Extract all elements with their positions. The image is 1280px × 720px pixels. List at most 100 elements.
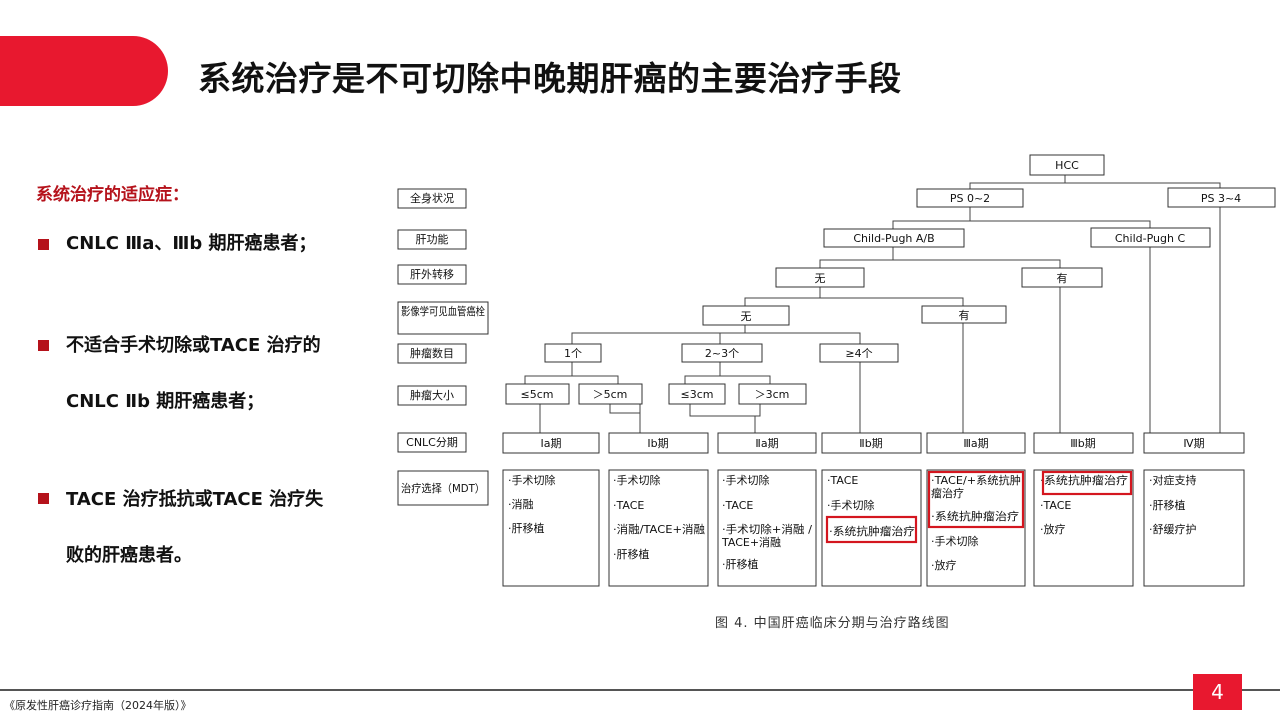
indication-line: TACE 治疗抵抗或TACE 治疗失 bbox=[66, 489, 324, 510]
source-citation: 《原发性肝癌诊疗指南（2024年版）》 bbox=[4, 699, 192, 712]
treatment-box-3b: ·系统抗肿瘤治疗 ·TACE ·放疗 bbox=[1033, 469, 1134, 587]
indication-line: 不适合手术切除或TACE 治疗的 bbox=[66, 335, 321, 356]
node-child-pugh-ab: Child-Pugh A/B bbox=[823, 228, 965, 248]
node-metastasis-no: 无 bbox=[775, 267, 865, 288]
svg-text:Ⅲb期: Ⅲb期 bbox=[1070, 437, 1096, 450]
svg-text:1个: 1个 bbox=[564, 347, 582, 360]
row-labels: 全身状况 肝功能 肝外转移 影像学可见血管癌栓 肿瘤数目 肿瘤大小 CNLC分期… bbox=[397, 188, 489, 506]
page-number: 4 bbox=[1193, 674, 1242, 710]
stage-1a: Ⅰa期 bbox=[502, 432, 600, 454]
svg-text:＞5cm: ＞5cm bbox=[593, 388, 628, 401]
figure-caption: 图 4. 中国肝癌临床分期与治疗路线图 bbox=[715, 616, 950, 631]
svg-text:2~3个: 2~3个 bbox=[705, 347, 739, 360]
svg-text:≥4个: ≥4个 bbox=[845, 347, 872, 360]
svg-text:·手术切除: ·手术切除 bbox=[508, 473, 556, 487]
highlight-2b-systemic bbox=[825, 515, 918, 544]
treatment-box-1a: ·手术切除 ·消融 ·肝移植 bbox=[502, 469, 600, 587]
row-label-vascular: 影像学可见血管癌栓 bbox=[397, 301, 489, 335]
svg-text:·舒缓疗护: ·舒缓疗护 bbox=[1149, 522, 1197, 536]
row-label-cnlc-stage: CNLC分期 bbox=[397, 432, 467, 453]
svg-text:·TACE: ·TACE bbox=[827, 474, 858, 487]
node-hcc: HCC bbox=[1029, 154, 1105, 176]
indications-heading: 系统治疗的适应症： bbox=[36, 185, 189, 205]
stage-2b: Ⅱb期 bbox=[821, 432, 922, 454]
svg-text:全身状况: 全身状况 bbox=[410, 191, 454, 205]
node-size-le5: ≤5cm bbox=[505, 383, 570, 405]
row-label-vascular-text: 影像学可见血管癌栓 bbox=[401, 304, 485, 318]
svg-text:·消融/TACE+消融: ·消融/TACE+消融 bbox=[613, 522, 705, 536]
row-label-treatment: 治疗选择（MDT） bbox=[397, 470, 489, 506]
svg-text:治疗选择（MDT）: 治疗选择（MDT） bbox=[401, 481, 485, 495]
highlight-frames bbox=[825, 470, 1133, 544]
stage-3a: Ⅲa期 bbox=[926, 432, 1026, 454]
svg-text:≤3cm: ≤3cm bbox=[681, 388, 714, 401]
highlight-3a-systemic bbox=[927, 470, 1025, 529]
svg-text:Ⅱb期: Ⅱb期 bbox=[859, 437, 882, 450]
treatment-box-2b: ·TACE ·手术切除 ·系统抗肿瘤治疗 bbox=[821, 469, 922, 587]
svg-text:·系统抗肿瘤治疗: ·系统抗肿瘤治疗 bbox=[931, 509, 1019, 523]
row-label-tumor-count: 肿瘤数目 bbox=[397, 343, 467, 364]
svg-text:≤5cm: ≤5cm bbox=[521, 388, 554, 401]
stage-1b: Ⅰb期 bbox=[608, 432, 709, 454]
svg-text:·手术切除: ·手术切除 bbox=[722, 473, 770, 487]
svg-text:·手术切除: ·手术切除 bbox=[613, 473, 661, 487]
svg-text:·系统抗肿瘤治疗: ·系统抗肿瘤治疗 bbox=[1040, 473, 1128, 487]
indication-item-3: TACE 治疗抵抗或TACE 治疗失 败的肝癌患者。 bbox=[66, 472, 386, 584]
highlight-3b-systemic bbox=[1041, 470, 1133, 496]
svg-text:肝外转移: 肝外转移 bbox=[410, 267, 454, 281]
footer-divider bbox=[0, 689, 1280, 691]
treatment-box-1b: ·手术切除 ·TACE ·消融/TACE+消融 ·肝移植 bbox=[608, 469, 709, 587]
treatment-box-2a: ·手术切除 ·TACE ·手术切除+消融 / TACE+消融 ·肝移植 bbox=[717, 469, 817, 587]
svg-text:·TACE: ·TACE bbox=[722, 499, 753, 512]
svg-text:·TACE: ·TACE bbox=[613, 499, 644, 512]
node-ps-3-4: PS 3~4 bbox=[1167, 187, 1276, 208]
node-ps-0-2: PS 0~2 bbox=[916, 188, 1024, 208]
svg-text:·手术切除: ·手术切除 bbox=[931, 534, 979, 548]
svg-text:HCC: HCC bbox=[1055, 159, 1079, 172]
svg-text:Ⅰb期: Ⅰb期 bbox=[647, 437, 668, 450]
svg-text:Ⅳ期: Ⅳ期 bbox=[1183, 437, 1204, 450]
svg-text:·消融: ·消融 bbox=[508, 497, 534, 511]
svg-text:Ⅰa期: Ⅰa期 bbox=[541, 437, 562, 450]
row-label-extrahepatic: 肝外转移 bbox=[397, 264, 467, 285]
svg-text:无: 无 bbox=[741, 310, 752, 323]
row-label-general-status: 全身状况 bbox=[397, 188, 467, 209]
bullet-square-icon bbox=[38, 340, 49, 351]
stage-3b: Ⅲb期 bbox=[1033, 432, 1134, 454]
svg-text:Ⅲa期: Ⅲa期 bbox=[963, 437, 988, 450]
decision-nodes: HCC PS 0~2 PS 3~4 Child-Pugh A/B Child-P… bbox=[505, 154, 1276, 405]
svg-text:·系统抗肿瘤治疗: ·系统抗肿瘤治疗 bbox=[829, 524, 915, 538]
svg-text:瘤治疗: 瘤治疗 bbox=[931, 486, 964, 500]
node-count-1: 1个 bbox=[544, 343, 602, 363]
node-vascular-no: 无 bbox=[702, 305, 790, 326]
flowchart-connectors bbox=[524, 175, 1221, 433]
row-label-tumor-size: 肿瘤大小 bbox=[397, 385, 467, 406]
bullet-square-icon bbox=[38, 493, 49, 504]
svg-text:Child-Pugh C: Child-Pugh C bbox=[1115, 232, 1186, 245]
svg-text:·放疗: ·放疗 bbox=[1040, 522, 1066, 536]
svg-text:·手术切除+消融 /: ·手术切除+消融 / bbox=[722, 522, 812, 536]
stage-boxes: Ⅰa期 Ⅰb期 Ⅱa期 Ⅱb期 Ⅲa期 Ⅲb期 Ⅳ期 bbox=[502, 432, 1245, 454]
node-count-2-3: 2~3个 bbox=[681, 343, 763, 363]
treatment-box-4: ·对症支持 ·肝移植 ·舒缓疗护 bbox=[1143, 469, 1245, 587]
svg-text:·肝移植: ·肝移植 bbox=[613, 547, 650, 561]
svg-text:肿瘤数目: 肿瘤数目 bbox=[410, 346, 454, 360]
svg-text:Ⅱa期: Ⅱa期 bbox=[755, 437, 778, 450]
svg-text:有: 有 bbox=[1057, 271, 1068, 285]
node-child-pugh-c: Child-Pugh C bbox=[1090, 227, 1211, 248]
svg-text:PS 3~4: PS 3~4 bbox=[1201, 192, 1241, 205]
svg-text:·肝移植: ·肝移植 bbox=[508, 521, 545, 535]
node-vascular-yes: 有 bbox=[921, 305, 1007, 324]
indication-item-1: CNLC Ⅲa、Ⅲb 期肝癌患者； bbox=[66, 216, 386, 272]
svg-text:无: 无 bbox=[815, 272, 826, 285]
svg-text:Child-Pugh A/B: Child-Pugh A/B bbox=[853, 232, 934, 245]
indication-line: CNLC Ⅱb 期肝癌患者； bbox=[66, 391, 265, 412]
treatment-boxes: ·手术切除 ·消融 ·肝移植 ·手术切除 ·TACE ·消融/TACE+消融 ·… bbox=[502, 469, 1245, 587]
svg-text:有: 有 bbox=[959, 308, 970, 322]
bullet-square-icon bbox=[38, 239, 49, 250]
svg-text:·手术切除: ·手术切除 bbox=[827, 498, 875, 512]
svg-text:·肝移植: ·肝移植 bbox=[1149, 498, 1186, 512]
stage-2a: Ⅱa期 bbox=[717, 432, 817, 454]
svg-text:肝功能: 肝功能 bbox=[416, 232, 449, 246]
